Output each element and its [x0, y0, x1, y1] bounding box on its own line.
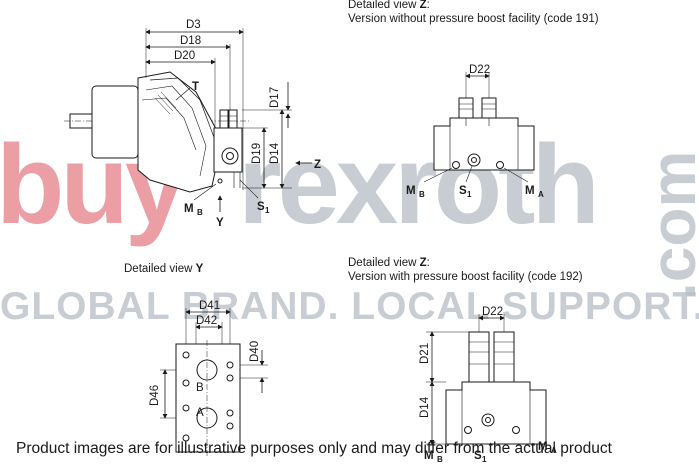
view-y-dims — [160, 308, 268, 419]
motor-side-view — [64, 71, 250, 193]
caption-view-z-bottom-desc: Version with pressure boost facility (co… — [348, 271, 583, 283]
label-s1-bottom-sub: 1 — [482, 455, 487, 464]
label-z: Z — [314, 159, 321, 171]
label-port-a: A — [196, 407, 204, 419]
view-z-top-dims — [423, 72, 529, 183]
label-s1-top-sub: 1 — [467, 190, 472, 199]
caption-view-z-top-desc: Version without pressure boost facility … — [348, 13, 599, 25]
dim-d22-bottom: D22 — [482, 306, 503, 318]
caption-view-y-prefix: Detailed view — [124, 263, 196, 275]
caption-view-z-bottom-letter: Z — [419, 257, 427, 269]
label-s1-main: S — [257, 201, 265, 213]
caption-view-z-top-suffix: : — [426, 0, 430, 11]
dim-d14-bottom: D14 — [419, 396, 431, 418]
dim-d21: D21 — [419, 343, 431, 364]
label-ma-bottom: M — [538, 441, 548, 453]
label-y: Y — [216, 217, 224, 229]
label-mb-main-sub: B — [197, 208, 203, 217]
dim-d22-top: D22 — [469, 64, 490, 76]
label-mb-top-sub: B — [419, 190, 425, 199]
label-port-b: B — [196, 382, 204, 394]
view-z-top-labels: D22 M B S 1 M A — [406, 64, 544, 199]
view-z-bottom — [445, 331, 547, 445]
dim-d3: D3 — [186, 19, 201, 31]
dim-d18: D18 — [180, 35, 201, 47]
caption-view-y-letter: Y — [195, 263, 204, 275]
dim-d20: D20 — [174, 50, 195, 62]
label-t: T — [192, 81, 199, 93]
label-ma-top: M — [525, 185, 535, 197]
caption-view-z-top-prefix: Detailed view — [348, 0, 420, 11]
dim-d46: D46 — [149, 385, 161, 406]
dim-d17: D17 — [269, 87, 281, 108]
label-mb-main: M — [184, 203, 194, 215]
label-s1-main-sub: 1 — [265, 206, 270, 215]
label-ma-top-sub: A — [538, 190, 544, 199]
view-z-bottom-labels: D22 D21 D14 M B S 1 M A — [419, 306, 557, 464]
label-mb-top: M — [406, 185, 416, 197]
view-y-labels: D41 D42 D40 D46 B A — [149, 300, 261, 419]
caption-view-z-top-letter: Z — [419, 0, 427, 11]
dim-d19: D19 — [251, 143, 263, 164]
caption-view-y: Detailed view Y — [124, 262, 203, 276]
label-mb-bottom-sub: B — [437, 455, 443, 464]
caption-view-z-bottom-prefix: Detailed view — [348, 257, 420, 269]
caption-view-z-bottom: Detailed view Z: — [348, 256, 430, 270]
label-s1-top: S — [459, 185, 467, 197]
main-dimensions — [145, 28, 312, 212]
view-z-top — [433, 97, 535, 171]
label-s1-bottom: S — [474, 450, 482, 462]
caption-view-z-top: Detailed view Z: — [348, 0, 430, 12]
dim-d41: D41 — [199, 300, 220, 312]
dim-d14-main: D14 — [269, 142, 281, 164]
disclaimer: Product images are for illustrative purp… — [16, 440, 612, 457]
view-z-bottom-dims — [426, 314, 505, 445]
dim-d42: D42 — [196, 315, 217, 327]
caption-view-z-bottom-suffix: : — [426, 257, 430, 269]
view-y — [175, 340, 241, 456]
dim-d40: D40 — [249, 341, 261, 362]
label-ma-bottom-sub: A — [551, 446, 557, 455]
main-dimension-labels: D3 D18 D20 D17 D19 D14 T Z Y M B S 1 — [174, 19, 321, 229]
label-mb-bottom: M — [424, 450, 434, 462]
